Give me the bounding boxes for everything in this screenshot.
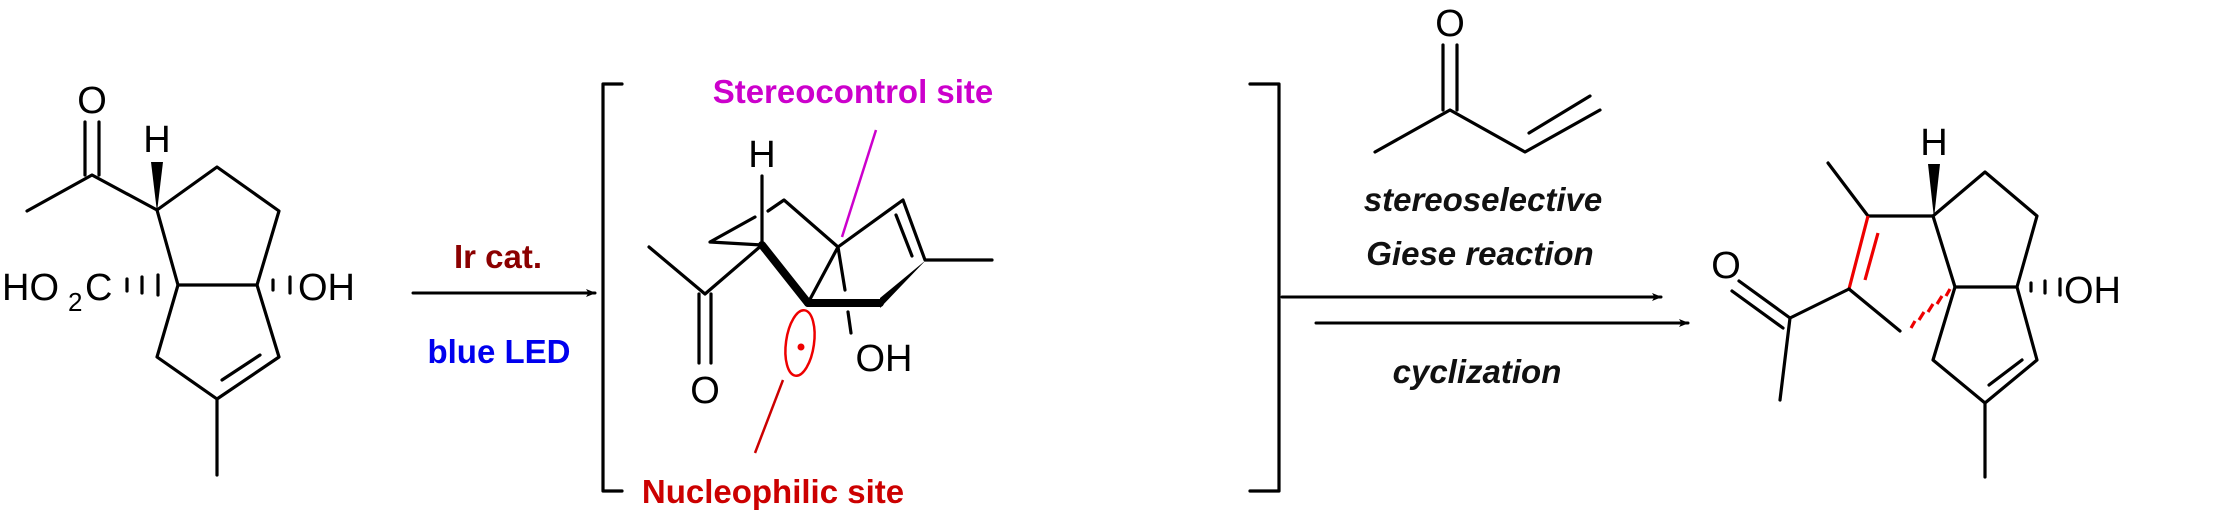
radical-orbital (784, 309, 816, 377)
radical-dot (797, 343, 805, 351)
starting-material: O H HO 2 C OH (2, 80, 355, 477)
ho2c-label: HO (2, 267, 59, 309)
radical-intermediate: H O OH Stereocontrol site Nucleophilic s… (601, 73, 1281, 510)
nucleophilic-site-label: Nucleophilic site (642, 473, 904, 510)
cyclization-label: cyclization (1393, 353, 1562, 390)
ho2c-carbon-label: C (85, 267, 112, 309)
hydrogen-label: H (748, 134, 775, 176)
hydroxyl-label: OH (2064, 270, 2121, 312)
hydroxyl-label: OH (856, 338, 913, 380)
mvk-oxygen-label: O (1435, 3, 1465, 45)
carbonyl-oxygen-label: O (690, 370, 720, 412)
ir-catalyst-label: Ir cat. (454, 238, 542, 275)
left-bracket (601, 82, 624, 493)
step2-arrows: O stereoselective Giese reaction cycliza… (1280, 3, 1690, 390)
step1-arrow: Ir cat. blue LED (411, 238, 597, 370)
nucleophilic-pointer (753, 379, 785, 454)
blue-led-label: blue LED (427, 333, 570, 370)
hydroxyl-label: OH (298, 267, 355, 309)
stereocontrol-pointer (840, 129, 878, 238)
giese-reaction-label: Giese reaction (1366, 235, 1593, 272)
right-bracket (1248, 82, 1281, 493)
hydrogen-label: H (1920, 122, 1947, 164)
product: H O OH (1711, 122, 2121, 479)
stereoselective-label: stereoselective (1364, 181, 1603, 218)
carbonyl-oxygen-label: O (77, 80, 107, 122)
ho2c-subscript: 2 (68, 287, 82, 317)
stereocontrol-site-label: Stereocontrol site (713, 73, 994, 110)
hydrogen-label: H (143, 119, 170, 161)
carbonyl-oxygen-label: O (1711, 245, 1741, 287)
